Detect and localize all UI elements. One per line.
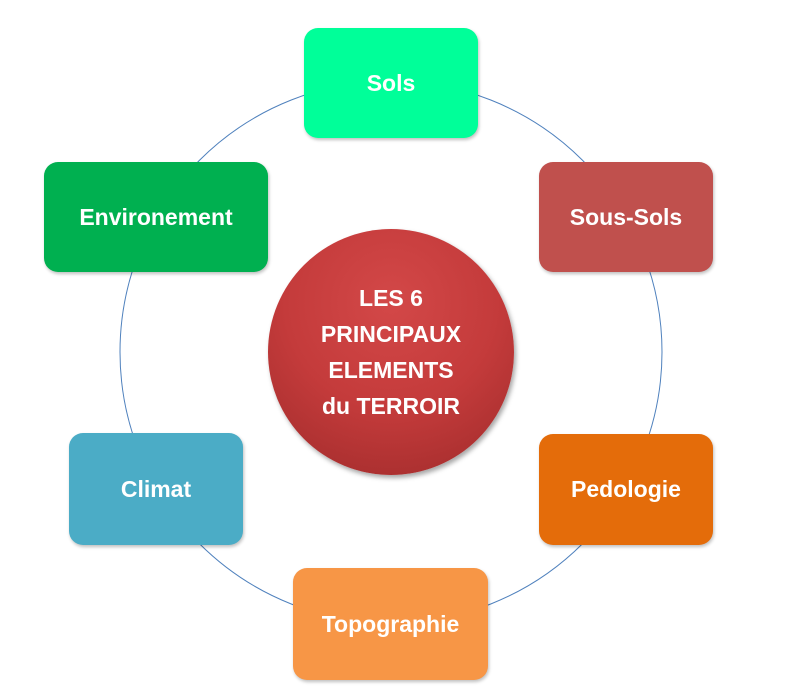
element-environement: Environement	[44, 162, 268, 272]
element-climat: Climat	[69, 433, 243, 545]
center-title-line: LES 6	[359, 285, 423, 311]
center-title-line: ELEMENTS	[328, 357, 454, 383]
element-topographie: Topographie	[293, 568, 488, 680]
element-sous-sols: Sous-Sols	[539, 162, 713, 272]
element-pedologie: Pedologie	[539, 434, 713, 545]
center-circle: LES 6 PRINCIPAUX ELEMENTS du TERROIR	[268, 229, 514, 475]
element-sols: Sols	[304, 28, 478, 138]
center-title-line: PRINCIPAUX	[320, 321, 462, 347]
center-title-line: du TERROIR	[322, 393, 460, 419]
